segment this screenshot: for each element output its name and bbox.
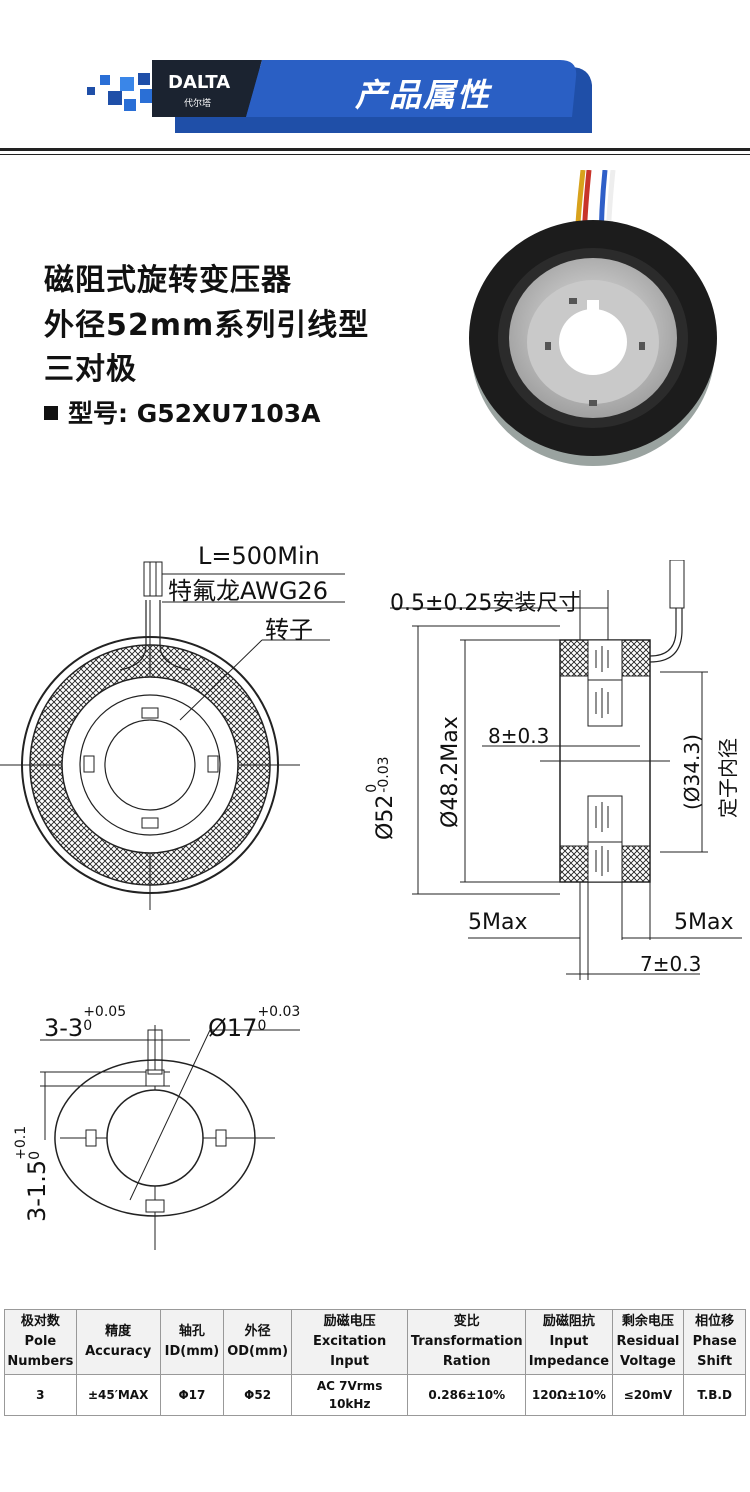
product-model: 型号: G52XU7103A: [44, 394, 321, 430]
slot-dim-value: 3-1.5: [23, 1159, 51, 1222]
bore-dim-value: Ø17: [208, 1014, 258, 1042]
install-dim-label: 0.5±0.25安装尺寸: [390, 591, 581, 616]
drawing-front-view: [0, 561, 345, 910]
brand-logo: DALTA: [168, 72, 231, 93]
product-title-line-2: 外径52mm系列引线型: [44, 308, 370, 343]
bore-tol-lower: 0: [257, 1018, 267, 1034]
brand-logo-subtitle: 代尔塔: [184, 99, 212, 109]
product-model-text: 型号: G52XU7103A: [68, 399, 321, 428]
value-od: Φ52: [223, 1374, 292, 1416]
right-max-label: 5Max: [674, 910, 734, 935]
bore-tol-upper: +0.03: [257, 1004, 301, 1020]
product-photo: [469, 170, 717, 466]
value-residual-voltage: ≤20mV: [611, 1374, 685, 1416]
value-pole-numbers: 3: [4, 1374, 77, 1416]
wire-spec-label: 特氟龙AWG26: [168, 577, 328, 605]
lead-length-label: L=500Min: [198, 542, 320, 570]
value-transformation-ratio: 0.286±10%: [407, 1374, 527, 1416]
section-title: 产品属性: [355, 76, 492, 114]
key-tol-upper: +0.05: [83, 1004, 127, 1020]
stator-id-label: 定子内径: [716, 738, 740, 818]
divider-thin: [0, 154, 750, 155]
drawing-section-view: [390, 560, 742, 980]
width-dim-label: 7±0.3: [640, 952, 702, 976]
bullet-square: [44, 406, 58, 420]
product-title-line-1: 磁阻式旋转变压器: [44, 263, 292, 298]
key-dim-value: 3-3: [44, 1014, 84, 1042]
value-input-impedance: 120Ω±10%: [525, 1374, 613, 1416]
value-excitation-input: AC 7Vrms 10kHz: [290, 1374, 409, 1416]
od-value: Ø52: [373, 794, 398, 840]
od-tol-lower: -0.03: [376, 756, 392, 793]
product-title-line-3: 三对极: [44, 352, 137, 387]
max-dia-label: Ø48.2Max: [438, 716, 463, 828]
divider-thick: [0, 148, 750, 151]
value-phase-shift: T.B.D: [683, 1374, 746, 1416]
slot-tol-lower: 0: [27, 1150, 43, 1160]
height-dim-label: 8±0.3: [488, 724, 550, 748]
header-banner: [87, 60, 592, 133]
rotor-label: 转子: [265, 616, 313, 644]
key-tol-lower: 0: [83, 1018, 93, 1034]
left-max-label: 5Max: [468, 910, 528, 935]
drawing-rotor-detail: [40, 1025, 300, 1250]
slot-tol-upper: +0.1: [13, 1125, 29, 1160]
value-id: Φ17: [159, 1374, 225, 1416]
value-accuracy: ±45′MAX: [75, 1374, 161, 1416]
spec-table-value-row: 3 ±45′MAX Φ17 Φ52 AC 7Vrms 10kHz 0.286±1…: [4, 1374, 746, 1416]
stator-id-value: (Ø34.3): [680, 734, 704, 810]
